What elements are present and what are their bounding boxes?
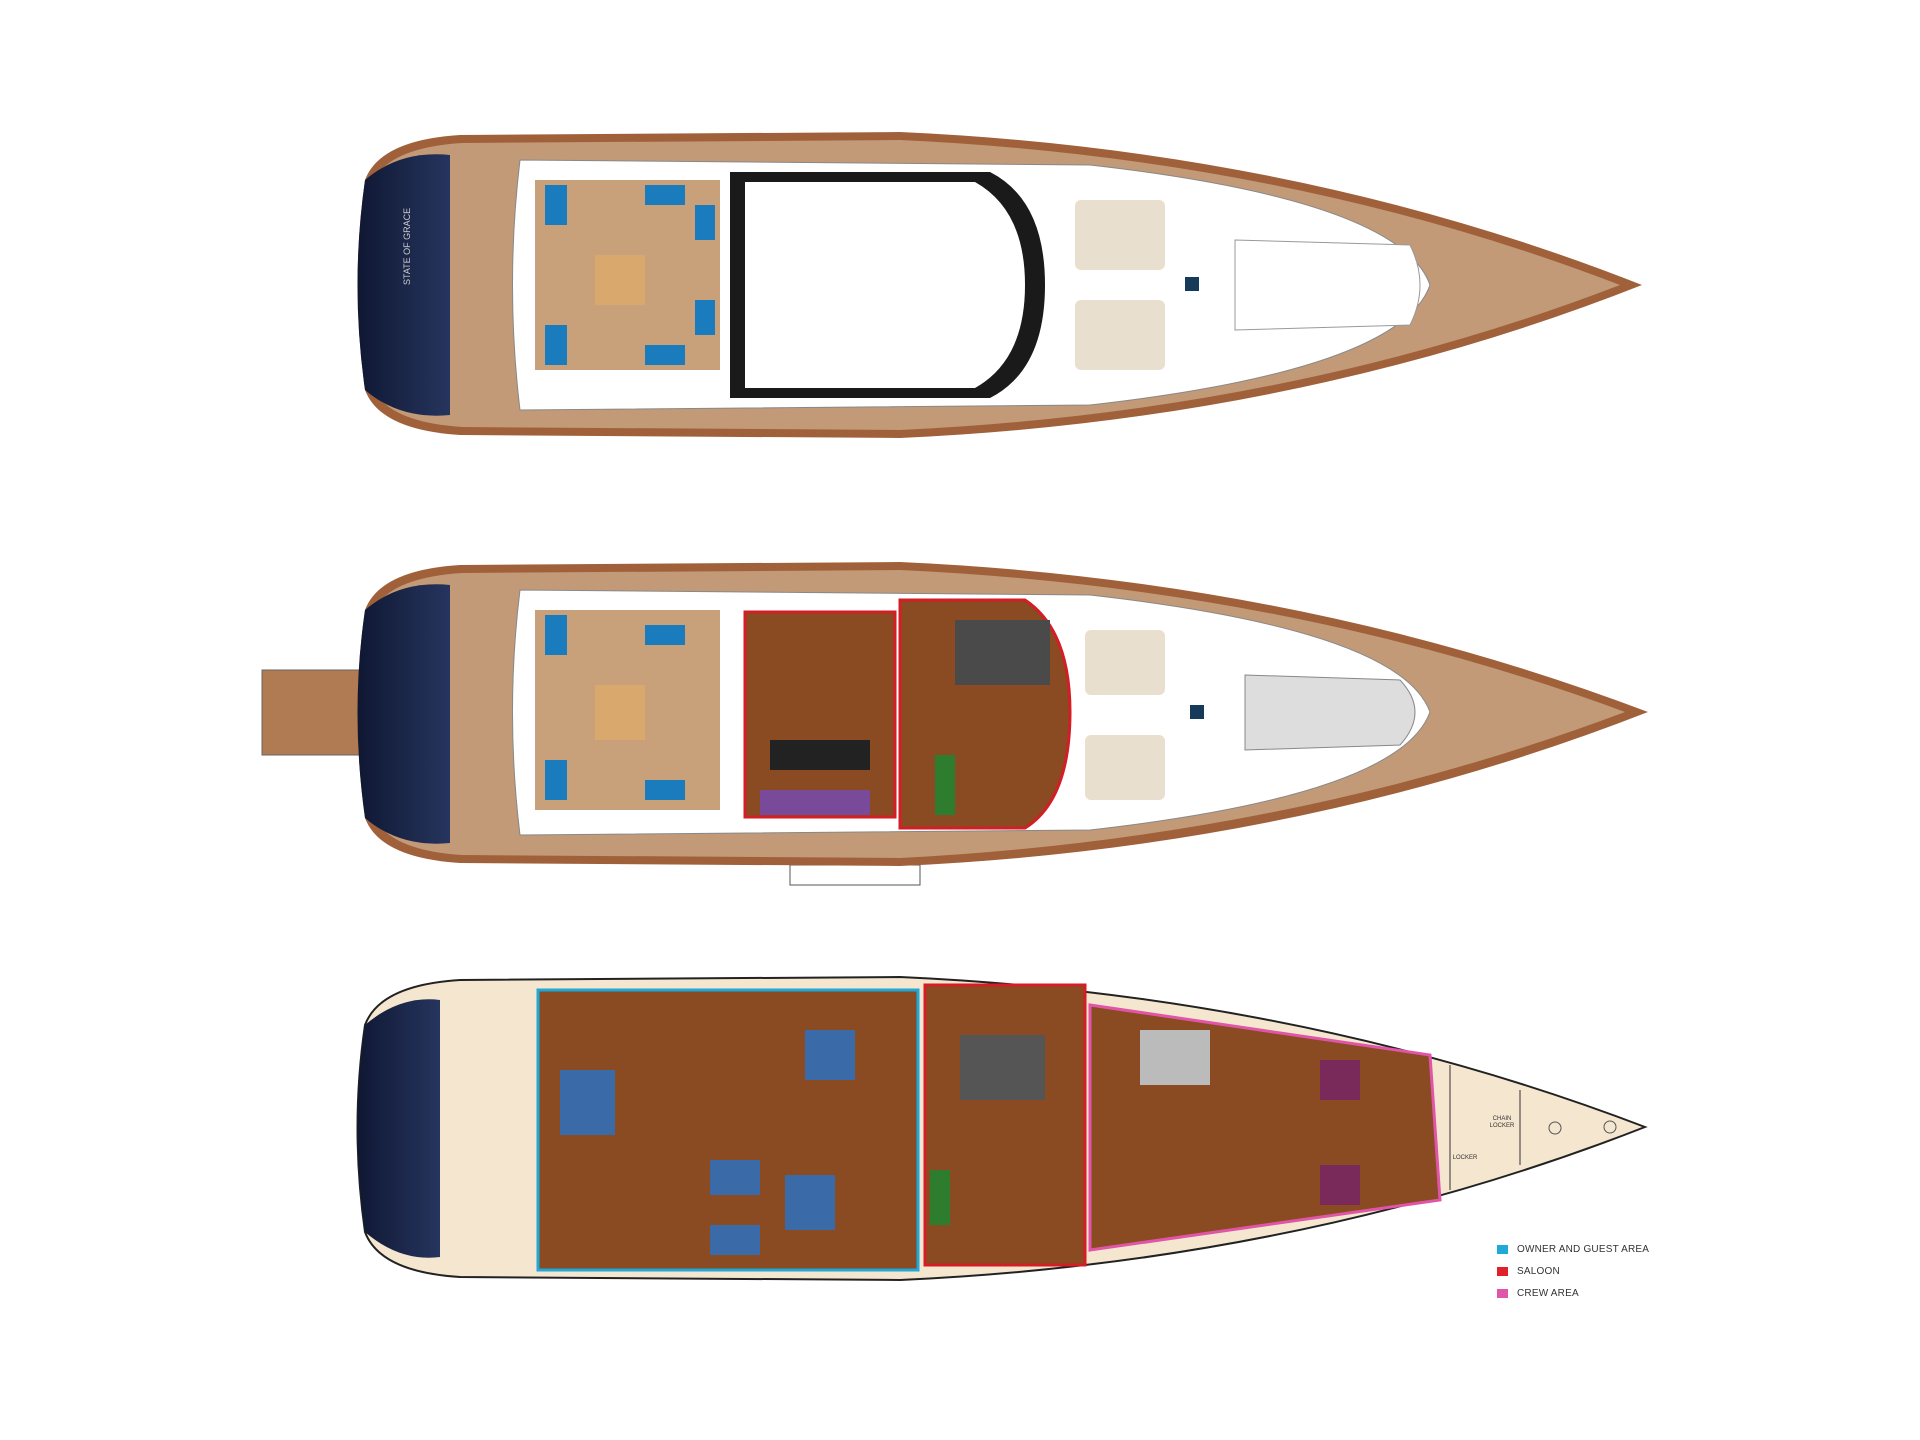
upper-deck-plan: STATE OF GRACE <box>357 132 1642 438</box>
logo-text: STATE OF GRACE <box>402 208 412 285</box>
tender <box>1244 674 1416 751</box>
locker-label: LOCKER <box>1452 1155 1478 1161</box>
main-deck-plan <box>261 562 1648 886</box>
stern-hull <box>357 584 450 844</box>
legend-item-saloon: SALOON <box>1497 1260 1649 1282</box>
dining-table <box>955 620 1050 685</box>
legend-item-crew: CREW AREA <box>1497 1282 1649 1304</box>
tender-garage <box>789 864 921 886</box>
swim-platform <box>261 669 363 756</box>
legend: OWNER AND GUEST AREA SALOON CREW AREA <box>1497 1238 1649 1304</box>
legend-swatch <box>1497 1288 1508 1298</box>
table <box>595 255 645 305</box>
saloon-aft <box>743 610 897 819</box>
saloon-lower <box>923 983 1087 1267</box>
legend-label: OWNER AND GUEST AREA <box>1517 1243 1650 1255</box>
lower-deck-plan <box>356 975 1648 1282</box>
sunpad <box>1075 300 1165 370</box>
stern-hull <box>357 154 450 416</box>
stern-hull <box>357 999 440 1258</box>
legend-swatch <box>1497 1266 1508 1276</box>
legend-item-owner-guest: OWNER AND GUEST AREA <box>1497 1238 1649 1260</box>
legend-swatch <box>1497 1244 1508 1254</box>
foredeck-hatch <box>1234 239 1421 331</box>
sunpad <box>1075 200 1165 270</box>
legend-label: SALOON <box>1517 1265 1560 1277</box>
chain-locker-label: CHAIN LOCKER <box>1489 1116 1515 1129</box>
legend-label: CREW AREA <box>1517 1287 1579 1299</box>
